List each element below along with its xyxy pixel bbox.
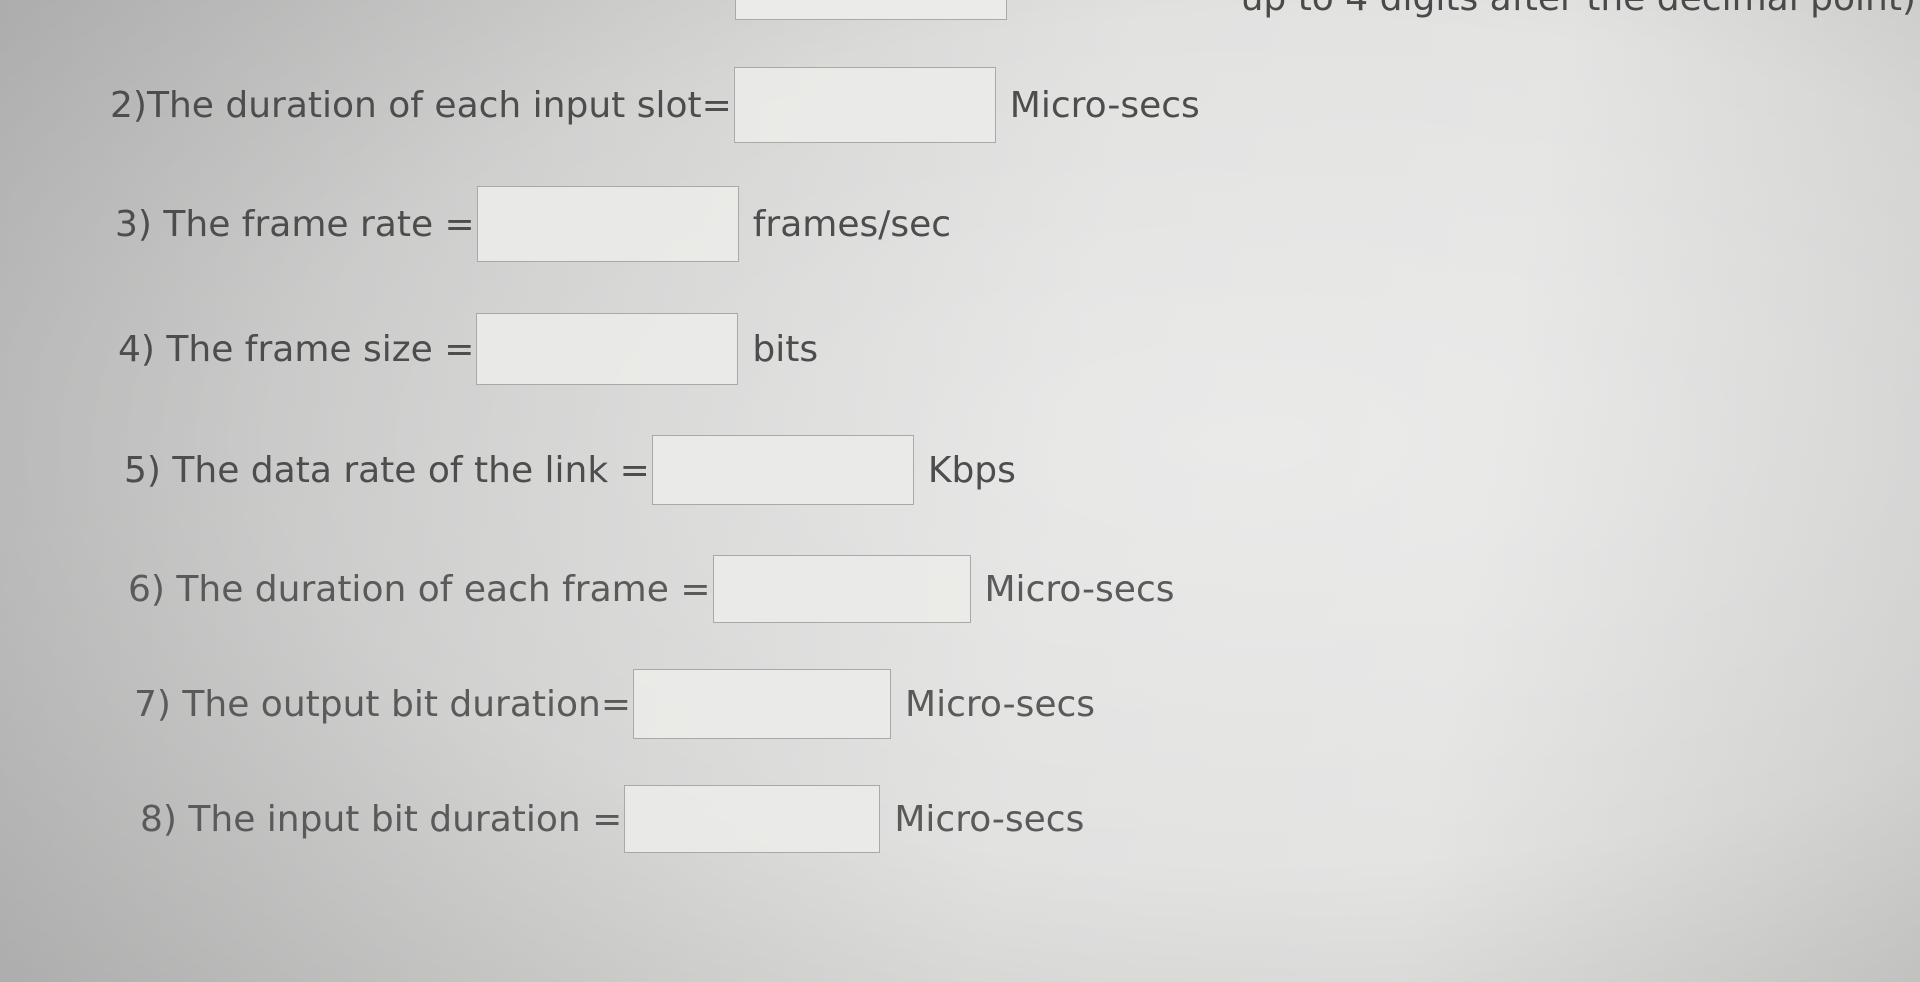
question-5-label: 5) The data rate of the link = bbox=[124, 449, 650, 491]
question-6-answer-input[interactable] bbox=[712, 555, 971, 623]
question-7-label: 7) The output bit duration= bbox=[134, 683, 632, 725]
instruction-text: up to 4 digits after the decimal point) bbox=[1241, 0, 1916, 19]
question-2-unit: Micro-secs bbox=[1009, 84, 1200, 126]
question-5-answer-input[interactable] bbox=[651, 435, 914, 505]
question-7-unit: Micro-secs bbox=[905, 683, 1096, 725]
question-5-unit: Kbps bbox=[927, 449, 1016, 491]
question-4-unit: bits bbox=[752, 328, 819, 370]
question-6-row: 6) The duration of each frame = Micro-se… bbox=[128, 555, 1175, 623]
question-4-row: 4) The frame size = bits bbox=[118, 313, 818, 385]
question-3-unit: frames/sec bbox=[752, 203, 952, 245]
question-8-label: 8) The input bit duration = bbox=[140, 798, 623, 840]
question-4-answer-input[interactable] bbox=[476, 313, 739, 385]
question-3-row: 3) The frame rate = frames/sec bbox=[115, 186, 951, 262]
question-7-row: 7) The output bit duration= Micro-secs bbox=[134, 669, 1095, 739]
question-8-row: 8) The input bit duration = Micro-secs bbox=[140, 785, 1084, 853]
question-2-label: 2)The duration of each input slot= bbox=[110, 84, 732, 126]
question-7-answer-input[interactable] bbox=[633, 669, 892, 739]
previous-answer-input[interactable] bbox=[735, 0, 1007, 20]
question-8-unit: Micro-secs bbox=[894, 798, 1085, 840]
question-4-label: 4) The frame size = bbox=[118, 328, 475, 370]
cut-off-header: up to 4 digits after the decimal point) bbox=[0, 0, 1920, 24]
question-5-row: 5) The data rate of the link = Kbps bbox=[124, 435, 1016, 505]
question-6-unit: Micro-secs bbox=[984, 568, 1175, 610]
question-2-answer-input[interactable] bbox=[733, 67, 996, 143]
question-6-label: 6) The duration of each frame = bbox=[128, 568, 711, 610]
question-3-label: 3) The frame rate = bbox=[115, 203, 475, 245]
question-8-answer-input[interactable] bbox=[624, 785, 881, 853]
question-2-row: 2)The duration of each input slot= Micro… bbox=[110, 67, 1200, 143]
question-3-answer-input[interactable] bbox=[476, 186, 739, 262]
